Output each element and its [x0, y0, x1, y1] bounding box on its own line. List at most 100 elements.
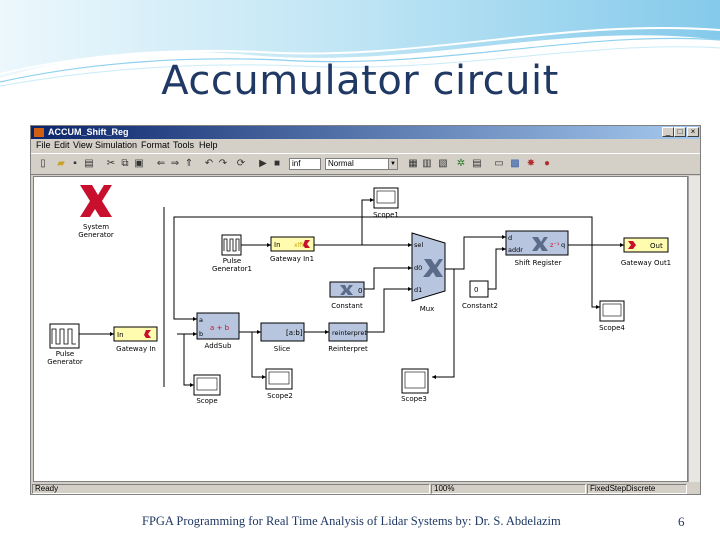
print-icon[interactable]: ▤	[84, 158, 94, 169]
gateway-in1-type: xlfix	[294, 242, 307, 249]
window-titlebar[interactable]: ACCUM_Shift_Reg _ □ ×	[31, 126, 700, 139]
start-simulation-icon[interactable]: ▶	[259, 158, 267, 169]
wire	[251, 332, 266, 378]
menu-simulation[interactable]: Simulation	[95, 140, 138, 150]
cut-icon[interactable]: ✂	[106, 158, 116, 169]
mux-block[interactable]: sel d0 d1 Mux	[411, 232, 446, 313]
menu-help[interactable]: Help	[199, 140, 218, 150]
properties-icon[interactable]: ▤	[472, 158, 482, 169]
wire	[364, 267, 412, 290]
menu-view[interactable]: View	[73, 140, 93, 150]
addsub-b-port: b	[199, 330, 203, 338]
addsub-block[interactable]: a b a + b AddSub	[196, 312, 240, 350]
open-icon[interactable]: ▰	[57, 158, 65, 169]
explorer-icon[interactable]: ▩	[510, 158, 520, 169]
slide-header-wave	[0, 0, 720, 87]
addsub-label: AddSub	[205, 342, 232, 350]
scope1-block[interactable]: Scope1	[373, 187, 399, 219]
help-icon[interactable]: ✸	[526, 158, 536, 169]
library-browser-icon[interactable]: ▧	[438, 158, 448, 169]
save-icon[interactable]: ▪	[73, 158, 77, 169]
gateway-in1-label: Gateway In1	[270, 255, 314, 263]
addsub-a-port: a	[199, 316, 203, 324]
constant2-block[interactable]: 0 Constant2	[462, 280, 498, 310]
menu-format[interactable]: Format	[141, 140, 170, 150]
stop-simulation-icon[interactable]: ■	[273, 158, 281, 169]
gateway-in1-port: In	[274, 241, 281, 249]
shift-reg-z: z⁻¹	[550, 241, 560, 249]
back-icon[interactable]: ⇐	[156, 158, 166, 169]
constant-value: 0	[358, 287, 362, 295]
scope2-block[interactable]: Scope2	[265, 368, 293, 400]
slide-title: Accumulator circuit	[161, 58, 559, 104]
xilinx-logo-icon	[303, 240, 310, 248]
minimize-button[interactable]: _	[662, 127, 674, 137]
mux-d0-port: d0	[414, 264, 422, 272]
build-icon[interactable]: ▦	[408, 158, 418, 169]
wire	[432, 269, 455, 378]
constant-block[interactable]: 0 Constant	[329, 281, 365, 310]
status-bar: Ready 100% FixedStepDiscrete	[31, 483, 700, 495]
wire	[488, 248, 506, 290]
menu-tools[interactable]: Tools	[173, 140, 195, 150]
new-model-icon[interactable]: ▯	[40, 158, 46, 169]
gateway-out1-block[interactable]: Out Gateway Out1	[621, 237, 671, 267]
toolbar: ▯ ▰ ▪ ▤ ✂ ⧉ ▣ ⇐ ⇒ ⇑ ↶ ↷ ⟳ ▶ ■ inf Normal…	[31, 153, 700, 175]
simulink-app-icon	[34, 128, 44, 137]
gateway-in-port: In	[117, 331, 124, 339]
scope4-label: Scope4	[599, 324, 625, 332]
model-explorer-icon[interactable]: ▥	[422, 158, 432, 169]
simulation-mode-select[interactable]: Normal	[325, 158, 389, 170]
simulink-window[interactable]: ACCUM_Shift_Reg _ □ × File Edit View Sim…	[30, 125, 701, 495]
copy-icon[interactable]: ⧉	[121, 158, 129, 169]
reinterpret-block[interactable]: reinterpret Reinterpret	[328, 322, 368, 353]
slide-footer: FPGA Programming for Real Time Analysis …	[142, 514, 561, 528]
scope4-block[interactable]: Scope4	[599, 300, 625, 332]
menu-file[interactable]: File	[36, 140, 51, 150]
chevron-down-icon[interactable]: ▼	[388, 158, 398, 170]
window-title: ACCUM_Shift_Reg	[48, 127, 129, 137]
wire	[361, 199, 374, 245]
vertical-scrollbar[interactable]	[688, 176, 700, 482]
addsub-op: a + b	[210, 324, 230, 332]
constant2-value: 0	[474, 286, 478, 294]
scope-block[interactable]: Scope	[193, 374, 221, 405]
wire	[591, 245, 600, 308]
maximize-button[interactable]: □	[674, 127, 686, 137]
up-icon[interactable]: ⇑	[184, 158, 194, 169]
menu-edit[interactable]: Edit	[54, 140, 70, 150]
forward-icon[interactable]: ⇒	[170, 158, 180, 169]
debug-icon[interactable]: ✲	[456, 158, 466, 169]
scope3-block[interactable]: Scope3	[401, 368, 429, 403]
update-icon[interactable]: ⟳	[236, 158, 246, 169]
status-state: Ready	[32, 484, 430, 494]
gateway-in-block[interactable]: In Gateway In	[113, 326, 158, 353]
record-icon[interactable]: ●	[543, 158, 551, 169]
stop-time-input[interactable]: inf	[289, 158, 321, 170]
xilinx-logo-icon	[532, 237, 548, 251]
xilinx-logo-icon	[144, 330, 151, 338]
slice-label: Slice	[274, 345, 291, 353]
undo-icon[interactable]: ↶	[204, 158, 214, 169]
paste-icon[interactable]: ▣	[134, 158, 144, 169]
menu-bar: File Edit View Simulation Format Tools H…	[31, 139, 700, 152]
slice-block[interactable]: [a:b] Slice	[260, 322, 305, 353]
page-number: 6	[678, 514, 685, 529]
close-button[interactable]: ×	[687, 127, 699, 137]
constant-label: Constant	[331, 302, 363, 310]
shift-register-label: Shift Register	[515, 259, 562, 267]
xilinx-logo-icon	[423, 259, 443, 277]
slice-range: [a:b]	[286, 329, 303, 337]
status-solver: FixedStepDiscrete	[587, 484, 687, 494]
redo-icon[interactable]: ↷	[218, 158, 228, 169]
scope1-label: Scope1	[373, 211, 399, 219]
shift-register-block[interactable]: d addr z⁻¹ q Shift Register	[505, 230, 569, 267]
gateway-in1-block[interactable]: In xlfix Gateway In1	[270, 236, 315, 263]
shift-reg-d-port: d	[508, 234, 512, 242]
toggle-view-icon[interactable]: ▭	[494, 158, 504, 169]
